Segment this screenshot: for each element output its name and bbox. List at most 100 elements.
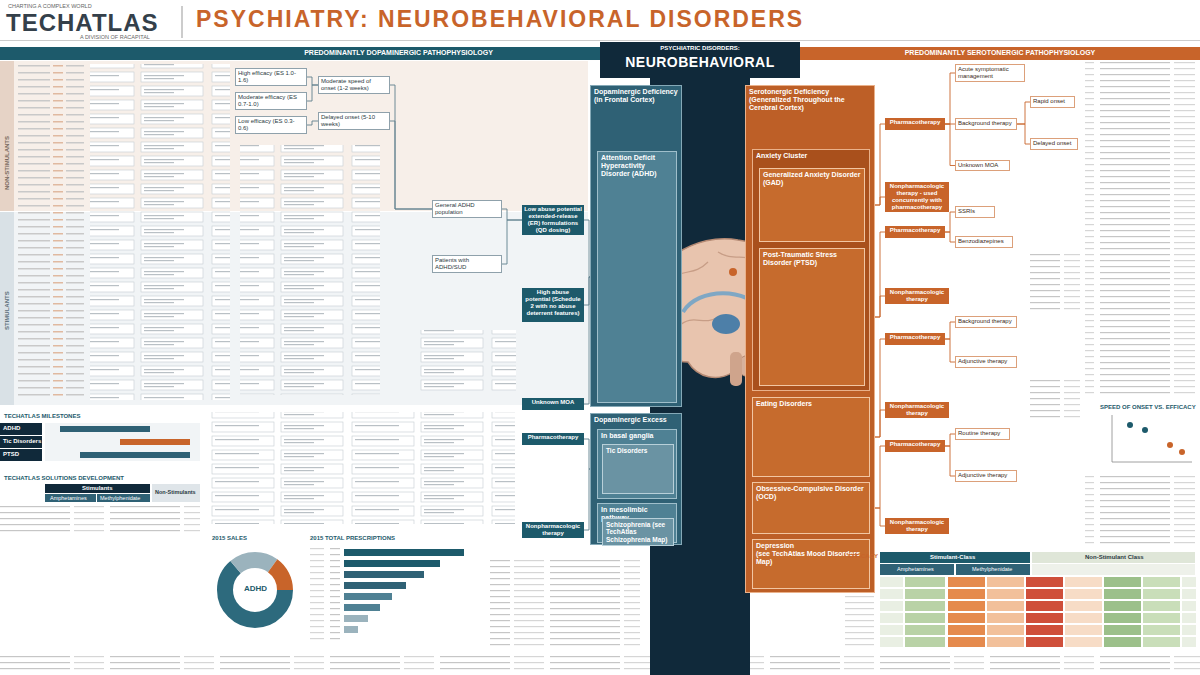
label-text: TECHATLAS [6, 10, 159, 36]
node-text: Tic Disorders [606, 447, 670, 454]
drug-list [1030, 250, 1080, 310]
connector [1017, 124, 1030, 144]
node-text: In basal ganglia [601, 432, 673, 440]
connector [1017, 102, 1030, 124]
drug-list [1085, 475, 1195, 547]
node-text: Post-Traumatic Stress Disorder (PTSD) [763, 251, 861, 267]
process-box: Routine therapy [955, 428, 1010, 440]
node-text: Background therapy [958, 120, 1014, 127]
header-separator [182, 6, 183, 38]
process-box: Eating Disorders [752, 397, 870, 477]
label-text: Stimulants [82, 485, 113, 492]
bar [344, 604, 380, 611]
bar [344, 626, 358, 633]
node-text: Unknown MOA [524, 399, 582, 406]
process-box: Dopaminergic ExcessIn basal gangliaTic D… [590, 413, 682, 545]
node-text: Adjunctive therapy [958, 358, 1014, 365]
node-text: PREDOMINANTLY SEROTONERGIC PATHOPHYSIOLO… [803, 49, 1197, 57]
detail-boxes [240, 145, 380, 395]
node-text: Nonpharmacologic therapy [887, 289, 947, 303]
process-box: Adjunctive therapy [955, 470, 1017, 482]
node-text: Obsessive-Compulsive Disorder (OCD) [756, 485, 866, 501]
table-head [880, 564, 954, 575]
donut-segment [225, 560, 285, 620]
node-text: Nonpharmacologic therapy [524, 523, 582, 537]
process-box: Anxiety ClusterGeneralized Anxiety Disor… [752, 149, 870, 391]
process-box: Nonpharmacologic therapy - used concurre… [885, 182, 949, 212]
process-box: PREDOMINANTLY SEROTONERGIC PATHOPHYSIOLO… [800, 47, 1200, 60]
process-box: Serotonergic Deficiency (Generalized Thr… [745, 85, 875, 593]
process-box: Generalized Anxiety Disorder (GAD) [759, 168, 865, 242]
process-box: Nonpharmacologic therapy [522, 522, 584, 538]
process-box: Background therapy [955, 118, 1017, 130]
node-text: Acute symptomatic management [958, 66, 1022, 80]
table-head [97, 494, 150, 502]
chart-axis [1112, 415, 1113, 462]
bar [344, 615, 368, 622]
connector [945, 212, 955, 232]
connector [502, 209, 522, 220]
process-box: Pharmacotherapy [885, 333, 945, 345]
node-text: Schizophrenia (see TechAtlas Schizophren… [606, 521, 670, 543]
row-head [0, 449, 42, 461]
node-text: High efficacy (ES 1.0-1.6) [238, 70, 304, 84]
process-box: General ADHD population [432, 200, 502, 218]
label-text: CHARTING A COMPLEX WORLD [8, 3, 92, 9]
timeline-grid [45, 423, 200, 461]
process-box: Pharmacotherapy [885, 440, 945, 452]
process-box: Background therapy [955, 316, 1017, 328]
drug-list [18, 64, 84, 400]
node-text: Attention Deficit Hyperactivity Disorder… [601, 154, 673, 178]
node-text: Rapid onset [1033, 98, 1072, 105]
node-text: SSRIs [958, 208, 992, 215]
row-head [0, 423, 42, 435]
process-box: Acute symptomatic management [955, 64, 1025, 82]
process-box: Pharmacotherapy [522, 433, 584, 445]
process-box: Pharmacotherapy [885, 226, 945, 238]
table-head [1032, 564, 1195, 575]
node-text: Delayed onset (5-10 weeks) [321, 114, 387, 128]
process-box: Nonpharmacologic therapy [885, 402, 949, 418]
node-text: Eating Disorders [756, 400, 866, 408]
drug-list [1030, 380, 1080, 420]
process-box: Dopaminergic Deficiency (in Frontal Cort… [590, 85, 682, 407]
bar [344, 560, 440, 567]
label-text: Methylphenidate [972, 566, 1012, 572]
label-text: Amphetamines [897, 566, 934, 572]
process-box: Tic Disorders [602, 444, 674, 494]
chart-dot [1142, 427, 1148, 433]
bar-names [310, 548, 340, 644]
node-text: Nonpharmacologic therapy [887, 403, 947, 417]
node-text: Low abuse potential extended-release (ER… [524, 206, 582, 234]
bar [344, 593, 392, 600]
note-lines [490, 560, 640, 650]
connector [945, 434, 955, 446]
label-text: TECHATLAS MILESTONES [4, 413, 80, 420]
table-head [1032, 552, 1195, 563]
process-box: Nonpharmacologic therapy [885, 518, 949, 534]
timeline-bar [60, 426, 150, 432]
brainstem [730, 352, 742, 386]
label-text: Tic Disorders [3, 438, 41, 445]
process-box: Pharmacotherapy [885, 118, 945, 130]
table-head [152, 484, 200, 502]
header-rule [0, 40, 1200, 41]
chart-dot [1179, 449, 1185, 455]
chart-dot [1167, 442, 1173, 448]
node-text: Moderate efficacy (ES 0.7-1.0) [238, 94, 304, 108]
process-box: Low efficacy (ES 0.3-0.6) [235, 116, 307, 134]
label-text: Stimulant-Class [930, 554, 975, 561]
footer-lines [0, 655, 1200, 671]
connector [945, 446, 955, 476]
label-text: A DIVISION OF RACAPITAL [80, 34, 150, 40]
process-box: Unknown MOA [522, 398, 584, 410]
node-text: General ADHD population [435, 202, 499, 216]
label-text: ADHD [244, 585, 267, 594]
process-box: Attention Deficit Hyperactivity Disorder… [597, 151, 677, 403]
bar [344, 549, 464, 556]
process-box: PREDOMINANTLY DOPAMINERGIC PATHOPHYSIOLO… [0, 47, 600, 60]
label-text: 2015 SALES [212, 535, 247, 542]
process-box: In basal gangliaTic Disorders [597, 429, 677, 499]
connector [307, 121, 318, 125]
process-box: Rapid onset [1030, 96, 1075, 108]
